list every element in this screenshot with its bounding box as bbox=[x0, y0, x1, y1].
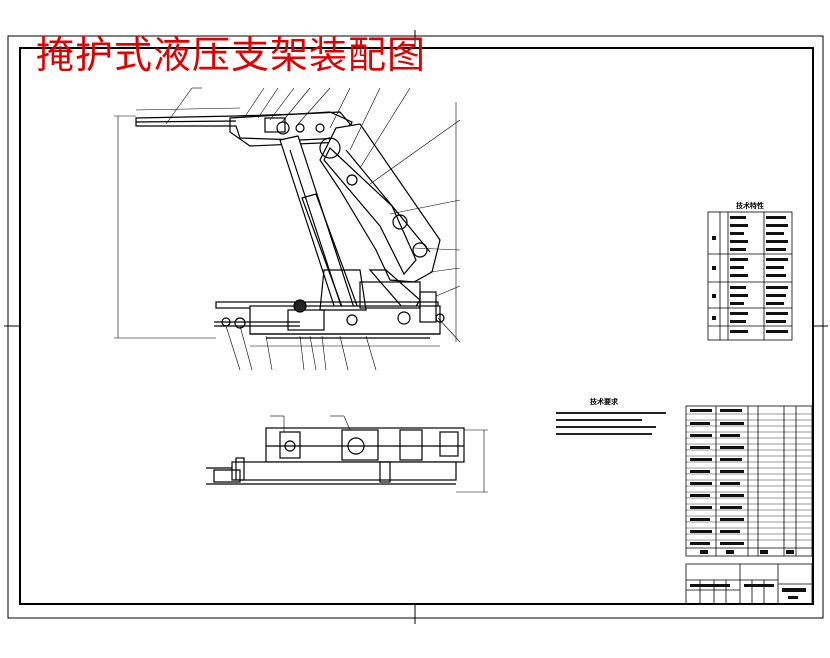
drawing-title: 掩护式液压支架装配图 bbox=[36, 33, 427, 77]
tech-req-lines bbox=[556, 412, 666, 435]
parts-list bbox=[685, 405, 813, 557]
main-side-view bbox=[135, 111, 445, 339]
tech-spec-heading: 技术特性 bbox=[736, 201, 764, 210]
main-dimensions bbox=[114, 102, 457, 347]
centering-marks bbox=[4, 30, 828, 624]
tech-spec-table bbox=[707, 211, 793, 341]
parts-list-text bbox=[690, 409, 794, 554]
tech-req-heading: 技术要求 bbox=[590, 397, 619, 406]
title-block-text bbox=[690, 584, 806, 599]
lower-view bbox=[206, 427, 465, 485]
lower-leaders bbox=[270, 415, 488, 493]
main-leaders bbox=[165, 87, 461, 371]
tech-spec-rows bbox=[712, 216, 788, 333]
parts-list-rows bbox=[686, 413, 812, 541]
